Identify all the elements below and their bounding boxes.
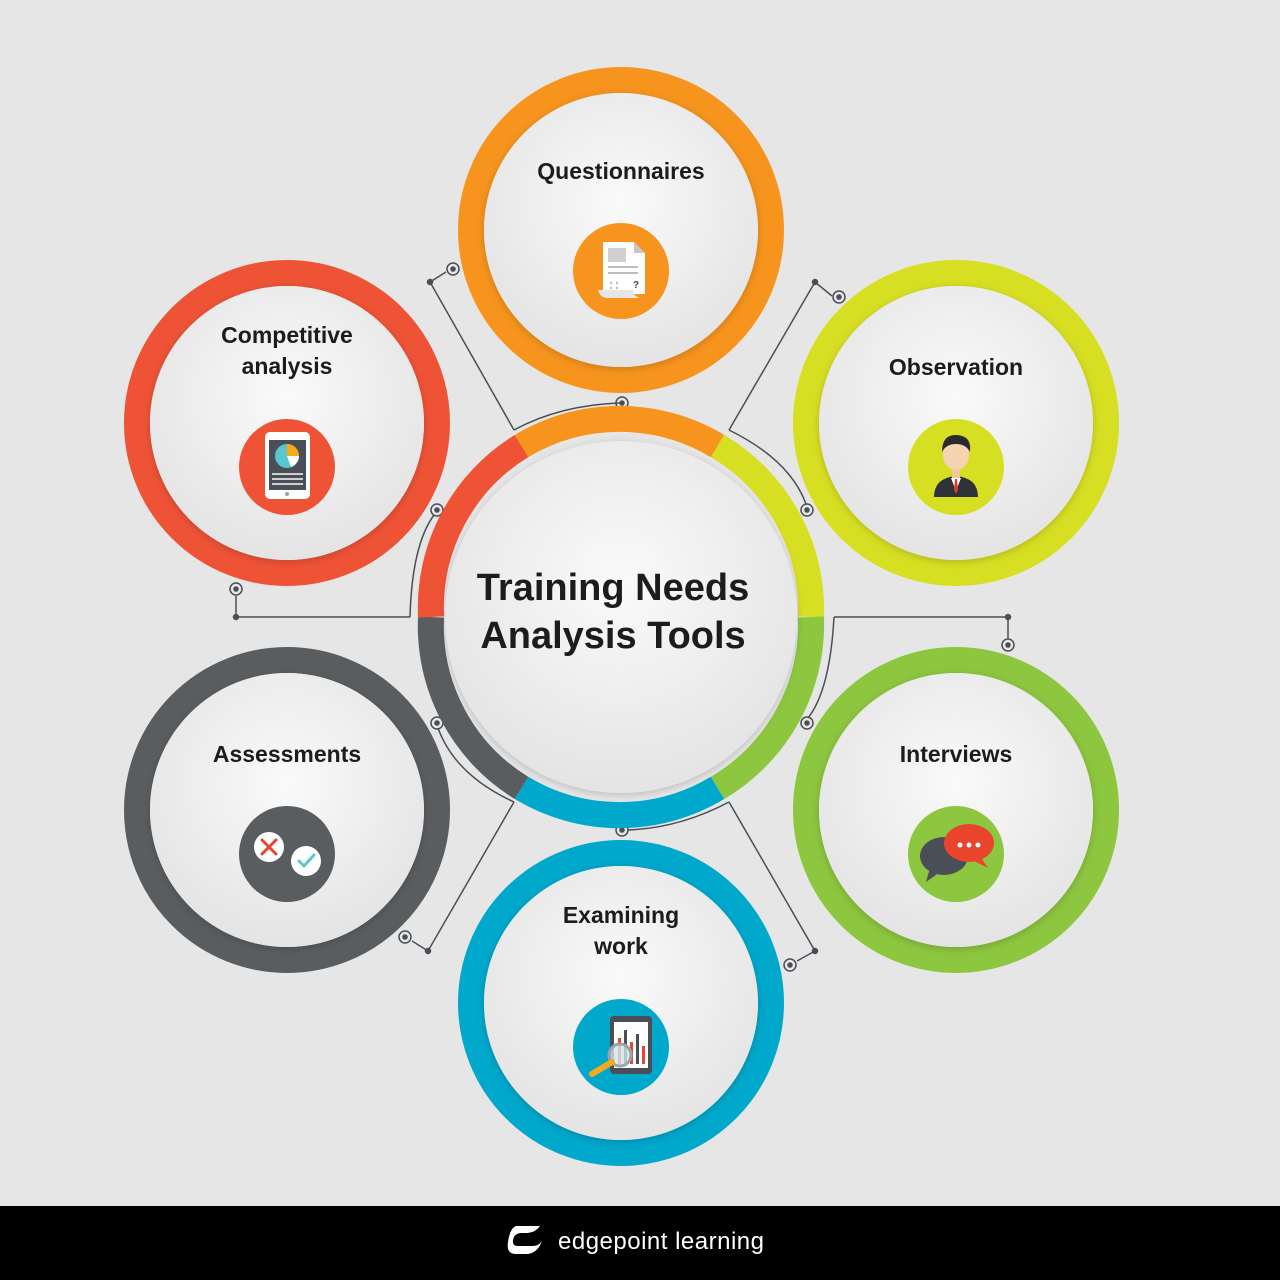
cross-check-icon [254,832,321,876]
node-icon-bg-assessments [239,806,335,902]
node-label-examining-work: Examining work [562,902,680,959]
chat-bubbles-icon [920,824,994,882]
node-ring-examining-work [458,840,784,1166]
center-ring-segment-gray [417,616,529,799]
node-ring-questionnaires [458,67,784,393]
edgepoint-logo-icon [507,1226,542,1254]
center-ring-segment-orange [514,405,725,458]
node-competitive-analysis [124,260,450,586]
center-ring [417,405,825,829]
node-label-questionnaires: Questionnaires [537,158,705,184]
footer-bar [0,1206,1280,1280]
node-ring-interviews [793,647,1119,973]
node-ring-competitive-analysis [124,260,450,586]
node-label-observation: Observation [888,354,1024,380]
brand-name: edgepoint learning [558,1228,765,1255]
node-ring-assessments [124,647,450,973]
center-disc [445,441,797,793]
node-questionnaires: ? [458,67,784,393]
node-observation [793,260,1119,586]
questionnaire-document-icon: ? [598,242,645,298]
diagram-title: Training Needs Analysis Tools [476,567,750,657]
node-interviews [793,647,1119,973]
node-label-assessments: Assessments [212,741,362,767]
center-ring-segment-blue [514,776,725,829]
magnifier-chart-icon [589,1016,652,1077]
diagram-canvas: ? [124,67,1119,1166]
node-label-interviews: Interviews [899,741,1013,767]
center-ring-segment-lime [710,434,825,618]
node-examining-work [458,840,784,1166]
node-ring-observation [793,260,1119,586]
connector-lines [229,262,1015,972]
center-ring-segment-green [710,616,825,800]
tablet-pie-chart-icon [265,432,310,499]
businessman-icon [934,434,978,497]
center-ring-segment-red [417,435,529,618]
node-assessments [124,647,450,973]
svg-text:?: ? [633,280,639,291]
node-label-competitive-analysis: Competitive analysis [221,322,353,379]
